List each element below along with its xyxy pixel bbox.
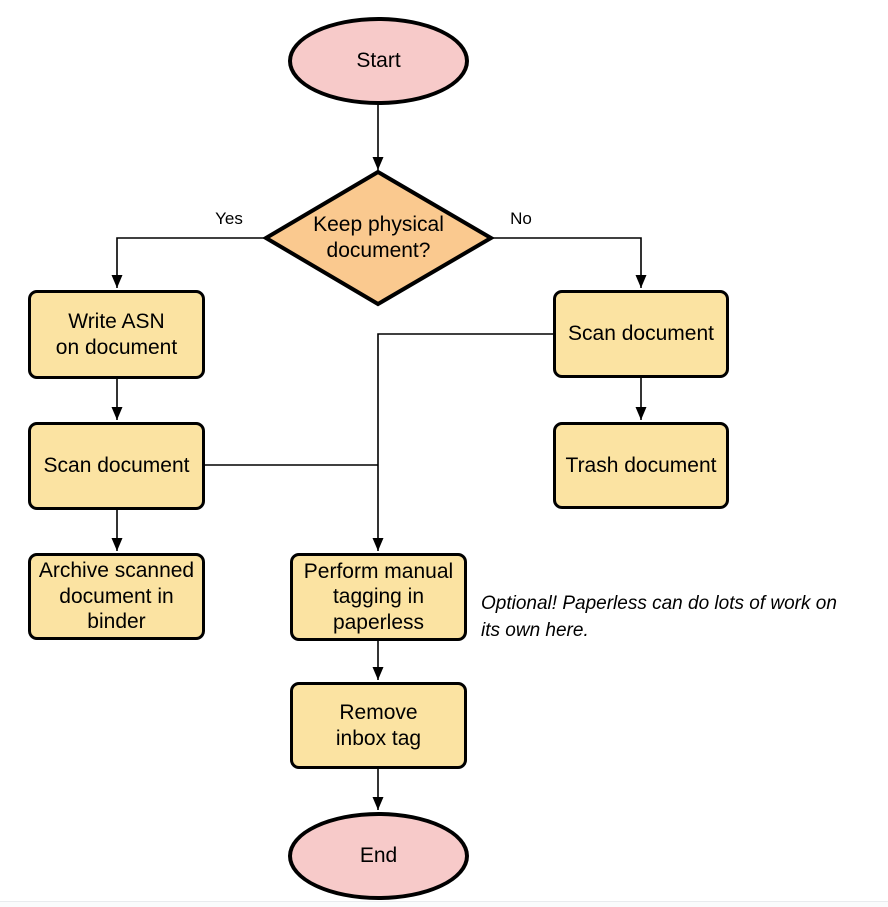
- edge-scanright-to-tagging: [372, 333, 553, 551]
- flow-node-decision: Keep physical document?: [276, 194, 481, 282]
- decision-diamond-shape: [262, 169, 495, 307]
- flow-node-scan-document-right: Scan document: [553, 290, 729, 378]
- decision-label: Keep physical document?: [313, 212, 444, 262]
- flow-node-start: Start: [288, 17, 469, 105]
- optional-annotation: Optional! Paperless can do lots of work …: [481, 593, 837, 641]
- edge-yes-branch: [111, 237, 266, 288]
- remove-inbox-tag-label: Remove inbox tag: [335, 700, 422, 750]
- trash-document-label: Trash document: [565, 453, 717, 477]
- edge-label-yes: Yes: [215, 209, 243, 228]
- manual-tagging-label: Perform manual tagging in paperless: [303, 559, 454, 634]
- start-label: Start: [356, 49, 401, 73]
- scan-document-left-label: Scan document: [43, 454, 190, 478]
- flow-node-trash-document: Trash document: [553, 422, 729, 509]
- flow-node-write-asn: Write ASN on document: [28, 290, 205, 379]
- flow-node-archive-binder: Archive scanned document in binder: [28, 553, 205, 640]
- flow-node-end: End: [288, 812, 469, 900]
- end-label: End: [359, 844, 398, 868]
- flow-node-manual-tagging: Perform manual tagging in paperless: [290, 553, 467, 641]
- flow-node-scan-document-left: Scan document: [28, 422, 205, 510]
- scan-document-right-label: Scan document: [568, 322, 714, 346]
- write-asn-label: Write ASN on document: [55, 309, 178, 359]
- page-bottom-divider: [0, 901, 888, 907]
- edge-label-no: No: [510, 209, 532, 228]
- archive-binder-label: Archive scanned document in binder: [38, 559, 195, 634]
- flow-node-remove-inbox-tag: Remove inbox tag: [290, 682, 467, 769]
- edge-no-branch: [491, 237, 647, 288]
